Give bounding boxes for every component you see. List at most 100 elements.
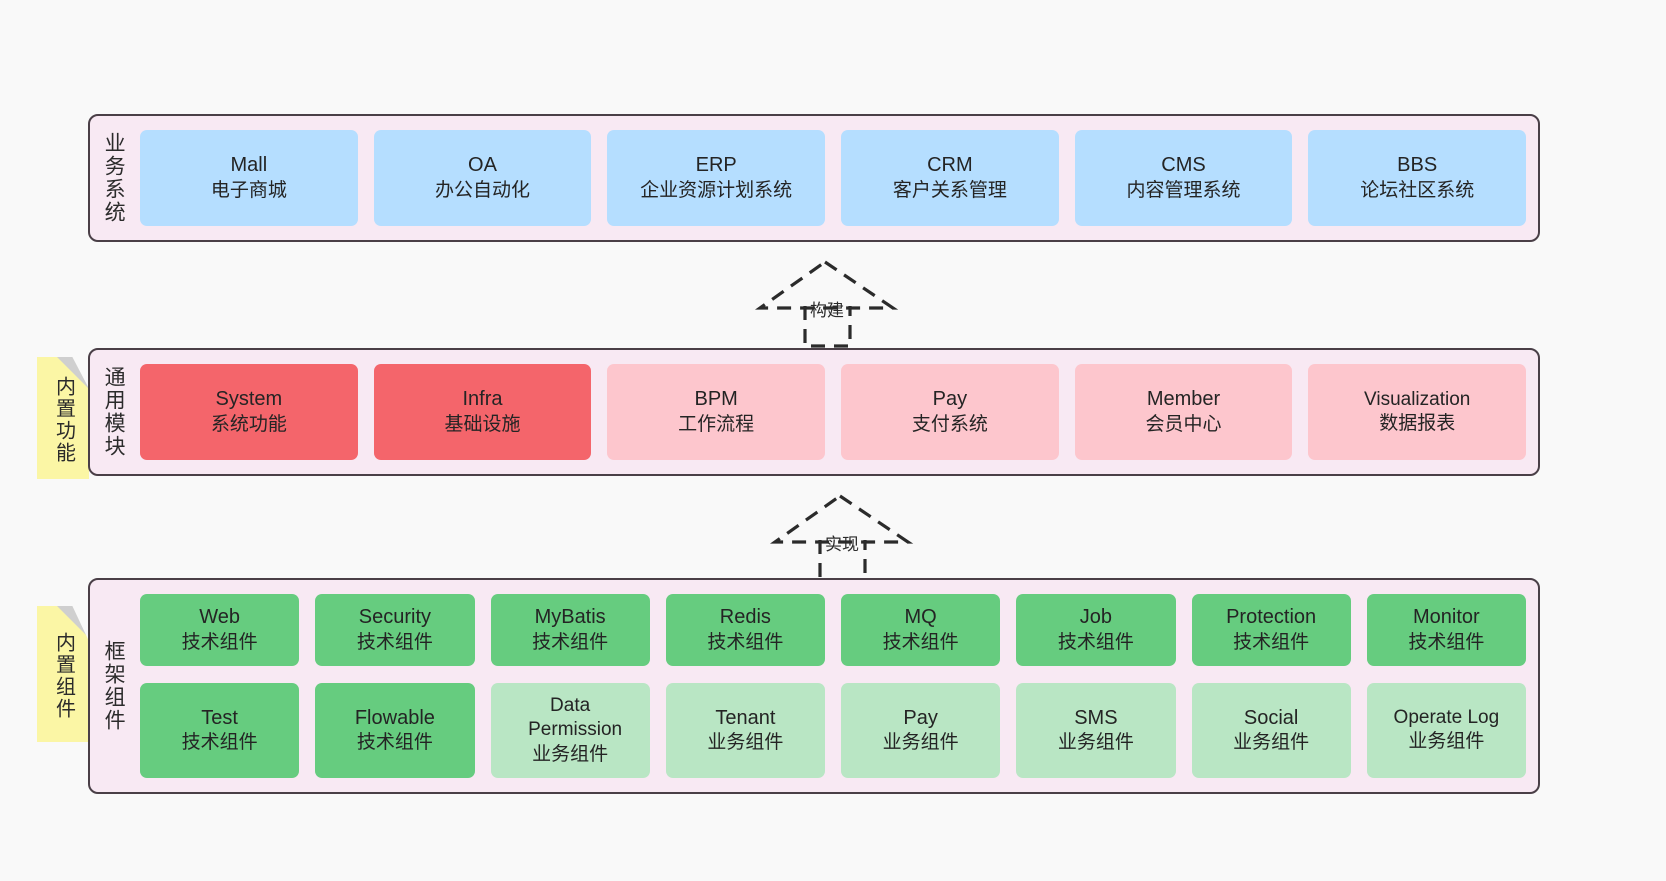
card-area-common-module: System 系统功能 Infra 基础设施 BPM 工作流程 Pay 支付系统… [136,350,1538,474]
card-social[interactable]: Social 业务组件 [1191,682,1351,778]
card-title-en: System [215,388,283,411]
card-title-en: Social [1243,706,1299,729]
card-web[interactable]: Web 技术组件 [140,594,300,666]
card-job[interactable]: Job 技术组件 [1016,594,1176,666]
card-cms[interactable]: CMS 内容管理系统 [1074,130,1293,226]
card-monitor[interactable]: Monitor 技术组件 [1366,594,1526,666]
card-row: Web 技术组件 Security 技术组件 MyBatis 技术组件 Redi… [140,594,1526,666]
card-row: System 系统功能 Infra 基础设施 BPM 工作流程 Pay 支付系统… [140,364,1527,460]
layer-business-system: 业务系统 Mall 电子商城 OA 办公自动化 ERP 企业资源计划系统 CRM [88,114,1540,242]
card-row: Test 技术组件 Flowable 技术组件 Data Permission … [140,682,1526,778]
card-title-cn: 技术组件 [1057,631,1134,653]
card-title-en: Infra [462,388,503,411]
card-title-cn: 电子商城 [210,179,287,201]
note-fold-corner [57,606,89,638]
card-title-en: Redis [719,606,771,629]
card-title-cn: 业务组件 [1233,732,1310,754]
card-flowable[interactable]: Flowable 技术组件 [315,682,475,778]
card-area-framework-component: Web 技术组件 Security 技术组件 MyBatis 技术组件 Redi… [136,580,1538,792]
note-fold-corner [57,357,89,389]
card-title-en: Visualization [1364,388,1471,410]
card-title-en: Member [1146,388,1221,411]
card-bpm[interactable]: BPM 工作流程 [607,364,826,460]
card-crm[interactable]: CRM 客户关系管理 [841,130,1059,226]
card-security[interactable]: Security 技术组件 [315,594,475,666]
card-title-cn: 内容管理系统 [1126,179,1241,201]
card-pay-module[interactable]: Pay 支付系统 [841,364,1059,460]
layer-common-module: 通用模块 System 系统功能 Infra 基础设施 BPM 工作流程 Pay [88,348,1540,476]
note-builtin-component: 内置组件 [37,606,89,742]
card-title-en: Security [358,606,431,629]
card-title-en: BBS [1397,154,1438,177]
card-title-cn: 工作流程 [678,413,755,435]
card-infra[interactable]: Infra 基础设施 [373,364,592,460]
card-sms[interactable]: SMS 业务组件 [1016,682,1176,778]
card-tenant[interactable]: Tenant 业务组件 [665,682,825,778]
card-title-en: Test [201,706,238,729]
connector-realize-label: 实现 [825,535,859,554]
card-title-cn: 企业资源计划系统 [640,179,793,201]
card-title-en: ERP [695,154,737,177]
card-title-en: Flowable [354,706,435,729]
card-title-en: MQ [904,606,937,629]
card-member[interactable]: Member 会员中心 [1074,364,1293,460]
card-title-en: Job [1079,606,1112,629]
card-title-cn: 论坛社区系统 [1360,179,1475,201]
card-visualization[interactable]: Visualization 数据报表 [1308,364,1527,460]
card-title-cn: 业务组件 [882,732,959,754]
build-arrow-icon [754,260,899,348]
card-redis[interactable]: Redis 技术组件 [665,594,825,666]
card-title-en: CMS [1161,154,1206,177]
card-title-cn: 基础设施 [444,413,521,435]
card-data-permission[interactable]: Data Permission 业务组件 [490,682,650,778]
note-text: 内置组件 [52,632,75,720]
card-title-cn: 业务组件 [532,743,609,765]
card-title-cn: 系统功能 [210,413,287,435]
card-mybatis[interactable]: MyBatis 技术组件 [490,594,650,666]
card-title-en: Pay [903,706,938,729]
card-title-cn: 会员中心 [1145,413,1222,435]
layer-title-framework-component: 框架组件 [90,580,136,792]
layer-title-common-module: 通用模块 [90,350,136,474]
card-erp[interactable]: ERP 企业资源计划系统 [607,130,826,226]
card-title-cn: 办公自动化 [435,179,531,201]
realize-arrow-icon [769,494,914,582]
card-title-en: Monitor [1413,606,1480,629]
card-title-en: OA [468,154,497,177]
card-operate-log[interactable]: Operate Log 业务组件 [1366,682,1526,778]
card-title-en: MyBatis [534,606,606,629]
connector-build: 构建 [754,258,900,348]
card-title-cn: 业务组件 [1057,732,1134,754]
card-title-cn: 技术组件 [1233,631,1310,653]
card-title-cn: 技术组件 [181,732,258,754]
card-pay-component[interactable]: Pay 业务组件 [841,682,1001,778]
note-text: 内置功能 [52,376,75,464]
card-test[interactable]: Test 技术组件 [140,682,300,778]
card-title-cn: 技术组件 [532,631,609,653]
card-title-cn: 技术组件 [356,631,433,653]
layer-title-business-system: 业务系统 [90,116,136,240]
card-system[interactable]: System 系统功能 [140,364,358,460]
card-title-en: SMS [1074,706,1118,729]
card-area-business-system: Mall 电子商城 OA 办公自动化 ERP 企业资源计划系统 CRM 客户关系… [136,116,1538,240]
note-builtin-function: 内置功能 [37,357,89,479]
card-title-cn: 支付系统 [911,413,988,435]
card-title-cn: 客户关系管理 [892,179,1007,201]
card-mq[interactable]: MQ 技术组件 [841,594,1001,666]
connector-build-label: 构建 [810,301,844,320]
layer-title-text: 通用模块 [102,366,126,458]
layer-framework-component: 框架组件 Web 技术组件 Security 技术组件 MyBatis 技术组件… [88,578,1540,794]
card-title-cn: 数据报表 [1379,413,1456,434]
card-title-en: Mall [230,154,268,177]
card-title-en: Protection [1226,606,1317,629]
card-title-en: Web [199,606,240,629]
card-oa[interactable]: OA 办公自动化 [373,130,592,226]
card-title-cn: 技术组件 [1408,631,1485,653]
card-mall[interactable]: Mall 电子商城 [140,130,358,226]
card-title-cn: 技术组件 [882,631,959,653]
card-bbs[interactable]: BBS 论坛社区系统 [1308,130,1527,226]
connector-realize: 实现 [769,492,915,582]
card-title-cn: 业务组件 [707,732,784,754]
card-protection[interactable]: Protection 技术组件 [1191,594,1351,666]
